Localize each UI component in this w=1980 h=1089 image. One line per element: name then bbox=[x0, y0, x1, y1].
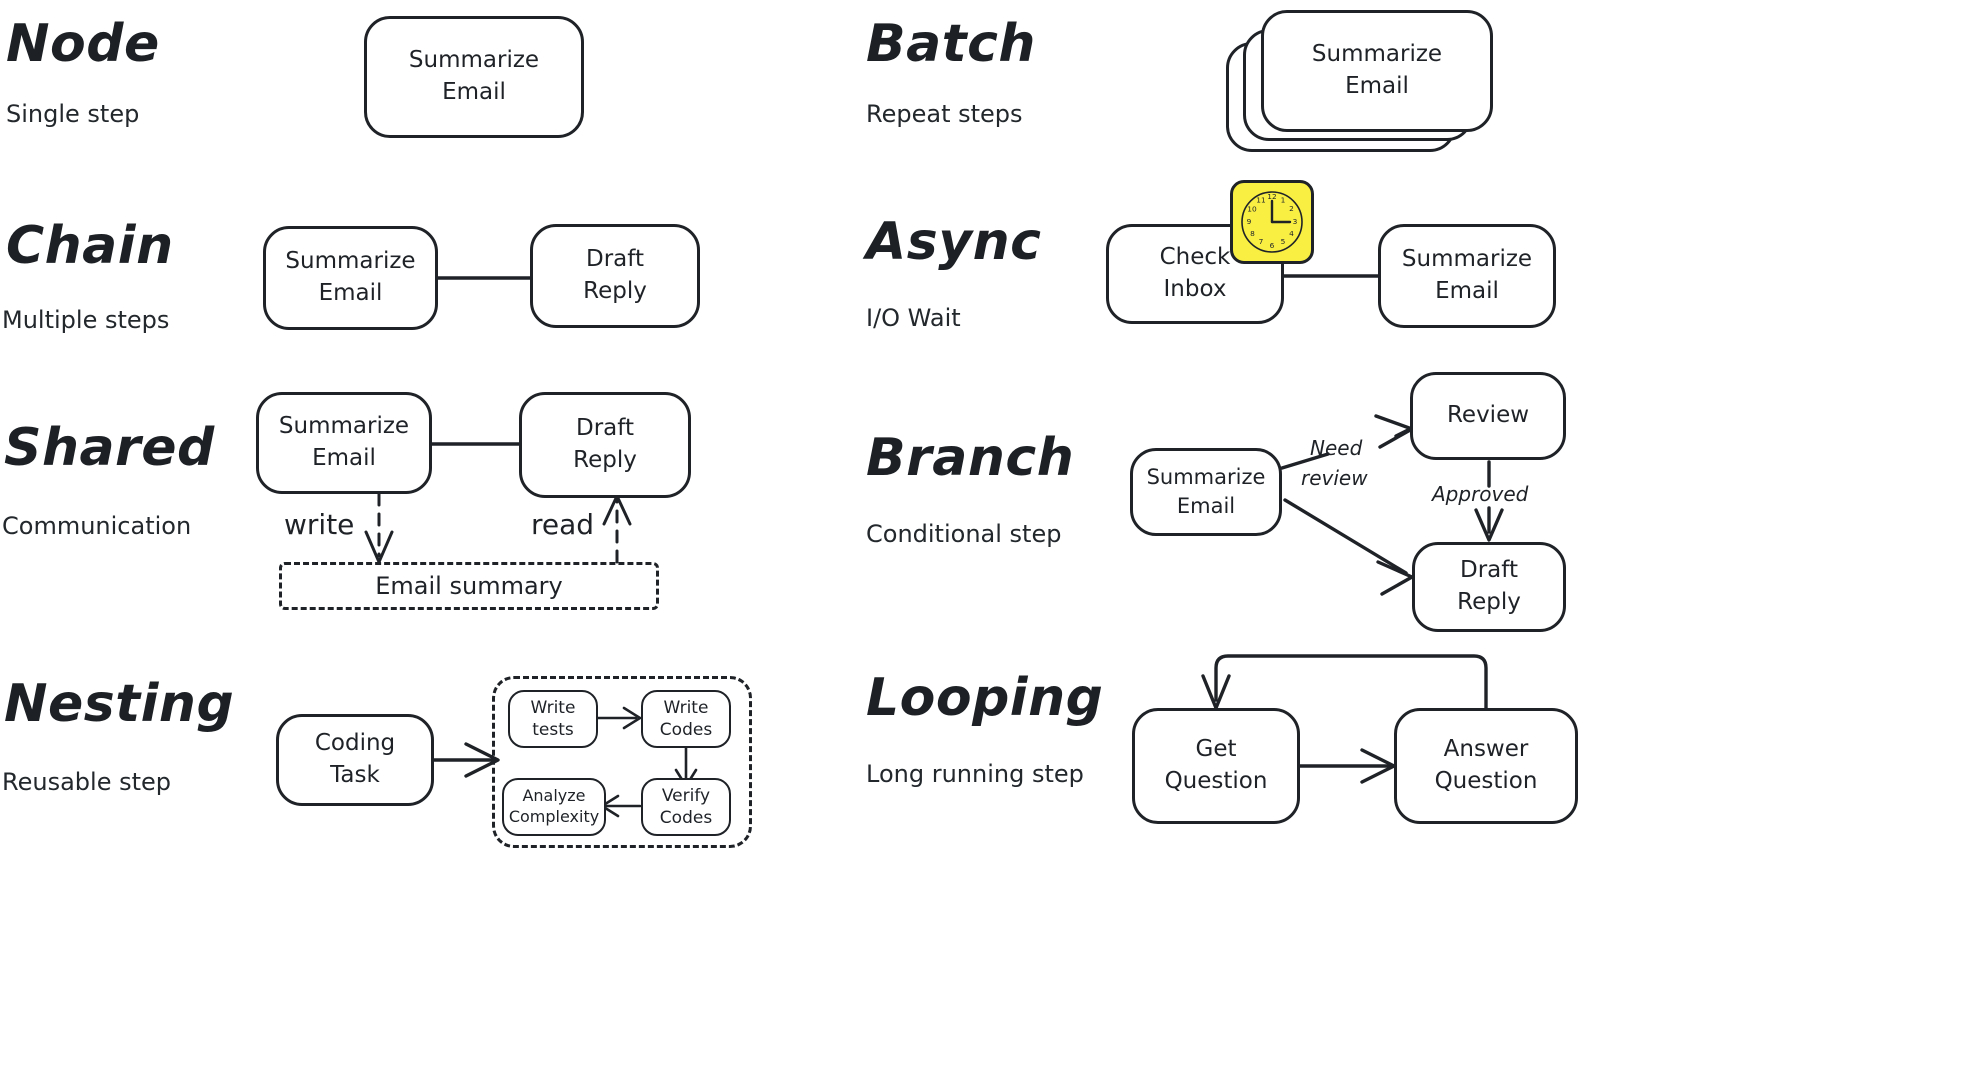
svg-text:8: 8 bbox=[1250, 229, 1255, 238]
svg-text:4: 4 bbox=[1289, 229, 1294, 238]
pattern-title-looping: Looping bbox=[866, 668, 1104, 728]
edge-branch-summarize-to-draft bbox=[1283, 498, 1414, 596]
branch-node-review[interactable]: Review bbox=[1410, 372, 1566, 460]
edge-label-need: Need bbox=[1310, 436, 1363, 460]
edge-looping-loopback bbox=[1201, 654, 1488, 710]
edge-label-write: write bbox=[284, 508, 355, 541]
edge-looping-get-to-answer bbox=[1298, 748, 1396, 784]
svg-text:12: 12 bbox=[1267, 192, 1276, 201]
pattern-subtitle-async: I/O Wait bbox=[866, 304, 961, 332]
pattern-title-batch: Batch bbox=[866, 14, 1036, 74]
pattern-subtitle-chain: Multiple steps bbox=[2, 306, 170, 334]
svg-text:7: 7 bbox=[1259, 237, 1264, 246]
edge-shared-write bbox=[364, 492, 394, 564]
svg-text:3: 3 bbox=[1293, 217, 1298, 226]
pattern-subtitle-branch: Conditional step bbox=[866, 520, 1062, 548]
clock-icon: 12 1 2 3 4 5 6 7 8 9 10 11 bbox=[1230, 180, 1314, 264]
pattern-title-nesting: Nesting bbox=[4, 674, 235, 734]
pattern-title-node: Node bbox=[6, 14, 160, 74]
pattern-title-branch: Branch bbox=[866, 428, 1075, 488]
pattern-subtitle-nesting: Reusable step bbox=[2, 768, 171, 796]
pattern-subtitle-node: Single step bbox=[6, 100, 140, 128]
svg-text:1: 1 bbox=[1281, 196, 1286, 205]
pattern-title-shared: Shared bbox=[4, 418, 215, 478]
pattern-subtitle-looping: Long running step bbox=[866, 760, 1084, 788]
pattern-subtitle-batch: Repeat steps bbox=[866, 100, 1023, 128]
pattern-title-chain: Chain bbox=[6, 216, 174, 276]
shared-store-email-summary[interactable]: Email summary bbox=[279, 562, 659, 610]
svg-text:11: 11 bbox=[1256, 196, 1266, 205]
edge-label-review: review bbox=[1301, 466, 1368, 490]
svg-text:6: 6 bbox=[1270, 241, 1275, 250]
svg-text:5: 5 bbox=[1281, 237, 1286, 246]
pattern-title-async: Async bbox=[866, 212, 1042, 272]
svg-text:2: 2 bbox=[1289, 204, 1294, 213]
store-label: Email summary bbox=[375, 572, 563, 600]
edge-nesting-task-to-group bbox=[432, 742, 500, 778]
edge-label-approved: Approved bbox=[1432, 482, 1529, 506]
edge-shared-read bbox=[602, 494, 632, 564]
node-label: Review bbox=[1446, 402, 1530, 429]
svg-text:10: 10 bbox=[1247, 205, 1257, 214]
pattern-subtitle-shared: Communication bbox=[2, 512, 192, 540]
svg-text:9: 9 bbox=[1247, 217, 1252, 226]
edge-label-read: read bbox=[531, 508, 595, 541]
